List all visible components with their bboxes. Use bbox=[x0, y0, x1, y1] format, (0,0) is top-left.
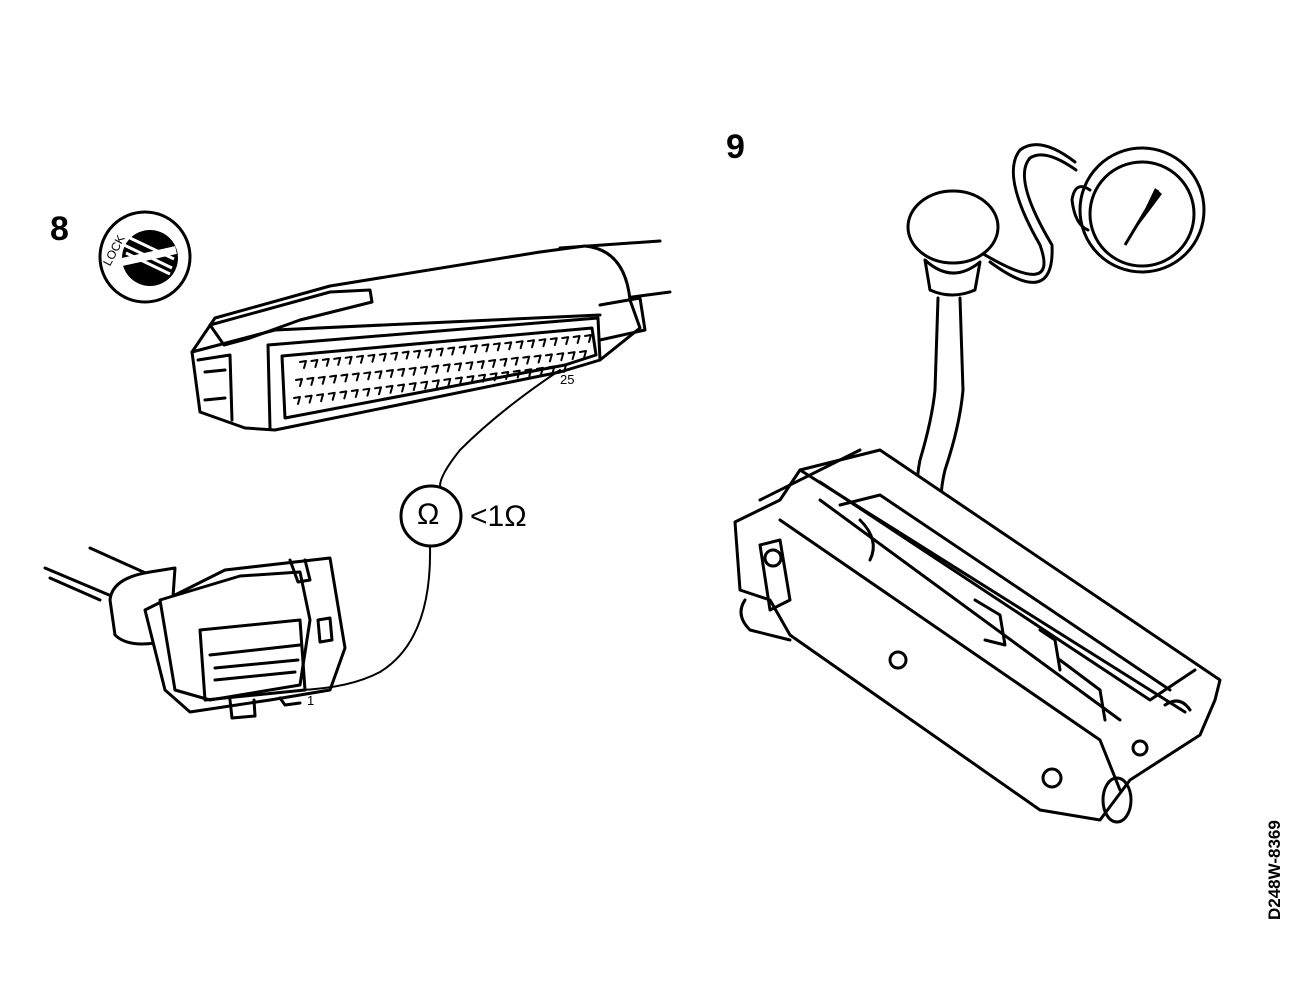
connector-pin bbox=[447, 346, 456, 356]
connector-pin bbox=[524, 368, 533, 378]
connector-pin bbox=[333, 356, 342, 366]
connector-pin bbox=[492, 342, 501, 352]
connector-pin bbox=[572, 335, 581, 344]
connector-pin bbox=[481, 343, 490, 353]
harness-connector bbox=[43, 546, 347, 720]
connector-pin bbox=[567, 351, 576, 361]
connector-pin bbox=[385, 369, 394, 378]
connector-pin bbox=[476, 360, 485, 370]
connector-pin bbox=[458, 345, 467, 355]
connector-pin bbox=[306, 376, 315, 386]
connector-pin bbox=[374, 386, 382, 396]
connector-pin bbox=[397, 383, 406, 393]
connector-pin bbox=[533, 354, 542, 364]
connector-pin bbox=[385, 384, 394, 394]
pin-label-25: 25 bbox=[560, 372, 575, 387]
connector-pin bbox=[435, 347, 444, 357]
connector-pin bbox=[299, 360, 307, 369]
connector-pin bbox=[510, 356, 519, 366]
connector-pin bbox=[499, 357, 508, 367]
connector-pin bbox=[442, 363, 451, 373]
control-unit-connector bbox=[190, 239, 672, 432]
connector-pin bbox=[535, 366, 544, 376]
connector-pin bbox=[443, 377, 452, 387]
connector-pin bbox=[295, 378, 303, 387]
connector-pin bbox=[310, 359, 319, 368]
test-leads bbox=[299, 369, 561, 691]
lock-symbol bbox=[98, 210, 192, 304]
pressure-gauge bbox=[978, 143, 1206, 284]
connector-pin bbox=[504, 341, 513, 351]
connector-pin bbox=[340, 373, 349, 383]
connector-pin bbox=[424, 348, 433, 358]
connector-pin bbox=[549, 337, 558, 347]
connector-pin bbox=[344, 355, 353, 365]
connector-pin bbox=[316, 393, 325, 403]
connector-pin bbox=[579, 350, 587, 359]
connector-pin bbox=[390, 351, 399, 361]
resistance-reading: <1Ω bbox=[470, 500, 527, 533]
connector-pin bbox=[293, 396, 301, 405]
connector-pin bbox=[489, 372, 498, 382]
connector-pin bbox=[363, 371, 372, 381]
connector-pin bbox=[547, 365, 556, 375]
ohm-symbol: Ω bbox=[417, 498, 440, 531]
connector-pin bbox=[470, 344, 478, 354]
connector-pin bbox=[478, 373, 486, 383]
connector-pin bbox=[466, 375, 475, 385]
connector-pin bbox=[559, 364, 567, 373]
connector-pin bbox=[321, 357, 330, 367]
connector-pin bbox=[454, 362, 462, 372]
connector-pin bbox=[329, 374, 338, 384]
connector-pin bbox=[356, 354, 364, 364]
connector-pin bbox=[561, 336, 570, 346]
reference-code: D248W-8369 bbox=[1265, 820, 1284, 920]
connector-pin bbox=[501, 371, 510, 380]
connector-pin bbox=[431, 364, 440, 374]
connector-pin bbox=[544, 353, 553, 363]
connector-pin bbox=[317, 375, 326, 385]
connector-pin bbox=[367, 353, 376, 363]
connector-pin bbox=[527, 339, 535, 349]
step-number-9: 9 bbox=[726, 128, 745, 166]
connector-pin bbox=[512, 369, 521, 379]
connector-pin bbox=[515, 340, 524, 350]
connector-pin bbox=[413, 349, 421, 359]
connector-pin bbox=[522, 355, 531, 365]
connector-pin bbox=[556, 352, 565, 362]
connector-pin bbox=[397, 367, 406, 377]
connector-pin bbox=[378, 352, 387, 362]
connector-pin bbox=[420, 365, 428, 375]
connector-pin bbox=[408, 366, 417, 376]
ohmmeter-symbol bbox=[399, 484, 463, 548]
connector-pin bbox=[538, 338, 547, 348]
connector-pin bbox=[488, 359, 497, 368]
connector-pin bbox=[408, 382, 417, 392]
connector-pin bbox=[584, 334, 592, 343]
valve-housing bbox=[733, 448, 1222, 824]
connector-pin bbox=[374, 370, 383, 380]
connector-pin bbox=[339, 390, 348, 400]
step-number-8: 8 bbox=[50, 210, 69, 248]
pin-label-1: 1 bbox=[307, 693, 315, 708]
connector-pin bbox=[465, 361, 474, 371]
connector-pin bbox=[362, 387, 371, 397]
connector-pin bbox=[350, 389, 359, 398]
connector-pin bbox=[401, 350, 410, 360]
connector-pin bbox=[420, 380, 429, 390]
connector-pin bbox=[327, 391, 336, 401]
connector-pin bbox=[454, 376, 463, 386]
connector-pin bbox=[304, 394, 313, 404]
connector-pin bbox=[431, 379, 440, 389]
connector-pin bbox=[351, 372, 360, 382]
